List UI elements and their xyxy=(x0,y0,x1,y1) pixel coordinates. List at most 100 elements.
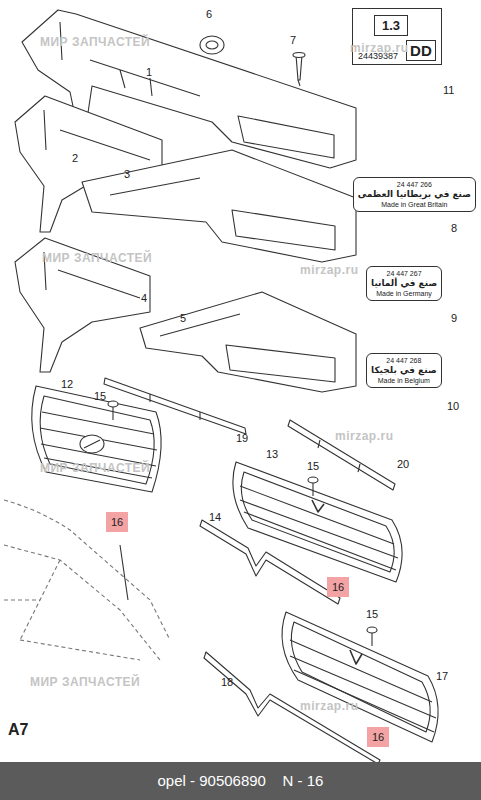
clip-15b xyxy=(308,477,318,496)
drawing-stroke xyxy=(240,486,398,570)
label-text: 24 447 268 xyxy=(371,356,437,365)
callout-number: 1 xyxy=(146,66,152,78)
support-half-3 xyxy=(82,150,356,262)
watermark: МИР ЗАПЧАСТЕЙ xyxy=(42,252,152,264)
callout-number: 10 xyxy=(447,400,459,412)
drawing-stroke xyxy=(350,650,362,664)
callout-number: 11 xyxy=(443,84,454,96)
drawing-stroke xyxy=(80,435,104,453)
drawing-stroke xyxy=(206,41,218,49)
drawing-stroke xyxy=(233,462,402,582)
label-text: Made in Great Britain xyxy=(358,200,471,209)
callout-number: 6 xyxy=(206,8,212,20)
callout-number: 17 xyxy=(436,670,448,682)
drawing-stroke xyxy=(44,110,150,160)
drawing-stroke xyxy=(282,612,438,742)
watermark: mirzap.ru xyxy=(300,700,359,712)
drawing-stroke xyxy=(312,500,324,512)
page-code: A7 xyxy=(8,724,28,736)
label-text: صنع في بلجيكا xyxy=(371,365,437,376)
footer-bar: opel - 90506890 N - 16 xyxy=(0,762,481,800)
callout-number: 2 xyxy=(72,152,78,164)
support-half-5 xyxy=(140,292,356,392)
drawing-stroke xyxy=(241,472,394,572)
code-box: 1.3 xyxy=(374,15,408,36)
clip-15c xyxy=(367,627,377,646)
callout-number: 19 xyxy=(236,432,248,444)
callout-number: 8 xyxy=(451,222,457,234)
code-text: 1.3 xyxy=(382,18,400,33)
grommet-6 xyxy=(200,36,224,54)
drawing-stroke xyxy=(296,55,302,80)
drawing-stroke xyxy=(200,520,340,604)
drawing-stroke xyxy=(82,150,356,262)
drawing-stroke xyxy=(200,36,224,54)
drawing-stroke xyxy=(160,314,335,382)
label-text: Made in Germany xyxy=(371,289,437,298)
drawing-stroke xyxy=(84,440,100,448)
drawing-stroke xyxy=(298,80,300,86)
watermark: МИР ЗАПЧАСТЕЙ xyxy=(30,676,140,688)
label-text: 24 447 266 xyxy=(358,180,471,189)
grille-13 xyxy=(233,462,402,582)
label-plate: 1.324439387DD xyxy=(352,8,442,65)
clip-15a xyxy=(108,401,118,420)
trim-14 xyxy=(200,520,340,604)
callout-number: 4 xyxy=(141,292,147,304)
label-text: صنع في بريطانيا العظمى xyxy=(358,189,471,200)
drawing-stroke xyxy=(367,627,377,633)
watermark: mirzap.ru xyxy=(300,264,359,276)
drawing-stroke xyxy=(293,53,305,58)
drawing-stroke xyxy=(288,420,395,490)
grille-12 xyxy=(32,386,161,492)
label-text: 16 xyxy=(111,516,123,528)
label-text: 16 xyxy=(332,581,344,593)
code-text: DD xyxy=(410,42,432,59)
drawing-stroke xyxy=(291,622,430,732)
callout-number: 15 xyxy=(94,390,106,402)
caption: opel - 90506890 N - 16 xyxy=(0,772,481,789)
label-text: 24 447 267 xyxy=(371,269,437,278)
origin-label: 24 447 267صنع في ألمانياMade in Germany xyxy=(366,266,442,301)
leader-line xyxy=(120,545,128,600)
strip-20 xyxy=(288,420,395,490)
drawing-stroke xyxy=(40,396,154,484)
callout-number: 18 xyxy=(221,676,233,688)
highlight-callout: 16 xyxy=(327,577,349,597)
drawing-stroke xyxy=(32,386,161,492)
highlight-callout: 16 xyxy=(367,727,389,747)
label-text: 16 xyxy=(372,731,384,743)
label-text: Made in Belgium xyxy=(371,376,437,385)
highlight-callout: 16 xyxy=(106,512,128,532)
grille-17 xyxy=(282,612,438,742)
callout-number: 9 xyxy=(451,312,457,324)
drawing-stroke xyxy=(108,401,118,407)
callout-number: 12 xyxy=(61,378,73,390)
watermark: МИР ЗАПЧАСТЕЙ xyxy=(40,36,150,48)
drawing-stroke xyxy=(140,292,356,392)
car-outline xyxy=(4,500,170,660)
callout-number: 5 xyxy=(180,312,186,324)
callout-number: 3 xyxy=(124,168,130,180)
callout-number: 20 xyxy=(397,458,409,470)
trim-18 xyxy=(204,652,380,764)
watermark: МИР ЗАПЧАСТЕЙ xyxy=(40,462,150,474)
drawing-stroke xyxy=(4,500,170,660)
drawing-stroke xyxy=(204,652,380,764)
callout-number: 7 xyxy=(290,34,296,46)
drawing-stroke xyxy=(60,22,200,96)
drawing-stroke xyxy=(308,477,318,483)
drawing-stroke xyxy=(110,178,335,250)
watermark: mirzap.ru xyxy=(350,42,409,54)
drawing-stroke xyxy=(290,640,436,732)
rivet-7 xyxy=(293,53,305,87)
origin-label: 24 447 266صنع في بريطانيا العظمىMade in … xyxy=(353,177,476,212)
drawing-stroke xyxy=(318,440,360,472)
watermark: mirzap.ru xyxy=(335,430,394,442)
callout-number: 15 xyxy=(366,608,378,620)
callout-number: 15 xyxy=(307,460,319,472)
callout-number: 13 xyxy=(266,448,278,460)
callout-number: 14 xyxy=(209,511,221,523)
origin-label: 24 447 268صنع في بلجيكاMade in Belgium xyxy=(366,353,442,388)
